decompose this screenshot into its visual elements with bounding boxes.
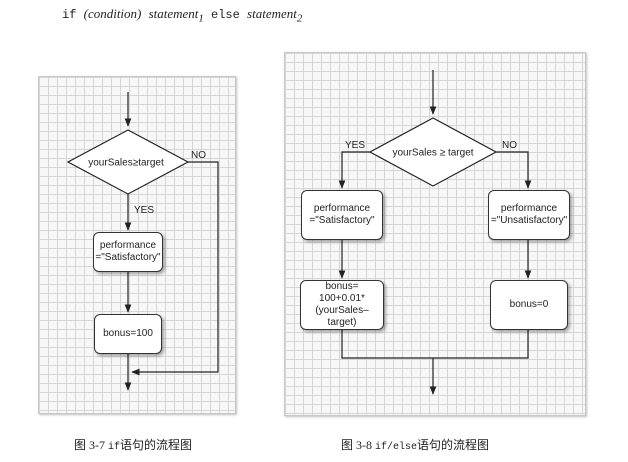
fig2-caption: 图 3-8 if/else语句的流程图: [341, 436, 489, 453]
fig2-decision-diamond: [368, 117, 498, 187]
if-keyword: if: [62, 8, 77, 22]
fig2-bonus-zero-box: bonus=0: [490, 280, 568, 330]
fig1-caption-number: 图 3-7: [74, 438, 105, 452]
fig1-caption-text: 语句的流程图: [120, 438, 193, 452]
fig1-caption: 图 3-7 if语句的流程图: [74, 436, 192, 453]
fig1-yes-label: YES: [134, 205, 155, 216]
fig1-performance-box: performance ="Satisfactory": [93, 232, 163, 272]
statement2-subscript: 2: [296, 12, 303, 25]
statement1-word: statement: [148, 6, 199, 21]
fig2-merge-line: [341, 328, 529, 359]
fig2-caption-number: 图 3-8: [341, 438, 372, 452]
statement2-text: statement2: [247, 6, 302, 25]
fig2-condition-text: yourSales ≥ target: [392, 147, 474, 159]
fig1-no-path: [131, 161, 219, 376]
statement2-word: statement: [247, 6, 297, 21]
fig1-bonus-box: bonus=100: [94, 314, 162, 354]
fig2-yes-label: YES: [345, 140, 366, 151]
fig1-caption-code: if: [108, 442, 121, 453]
fig2-unsatisfactory-box: performance ="Unsatisfactory": [488, 190, 570, 240]
fig2-caption-code: if/else: [375, 442, 418, 453]
fig2-bonus-formula-box: bonus= 100+0.01* (yourSales–target): [300, 280, 384, 330]
fig2-no-label: NO: [502, 140, 517, 151]
fig1-condition-text: yourSales≥target: [88, 157, 164, 169]
condition-text: (condition): [83, 6, 142, 21]
fig2-caption-text: 语句的流程图: [417, 438, 490, 452]
fig2-yes-path: [338, 151, 370, 189]
statement1-subscript: 1: [198, 12, 204, 25]
fig2-satisfactory-box: performance ="Satisfactory": [301, 190, 383, 240]
else-keyword: else: [211, 8, 240, 22]
statement1-text: statement1: [148, 6, 204, 25]
fig1-no-label: NO: [191, 150, 206, 161]
fig2-no-path: [496, 151, 532, 189]
syntax-line: if (condition) statement1 else statement…: [62, 6, 302, 25]
